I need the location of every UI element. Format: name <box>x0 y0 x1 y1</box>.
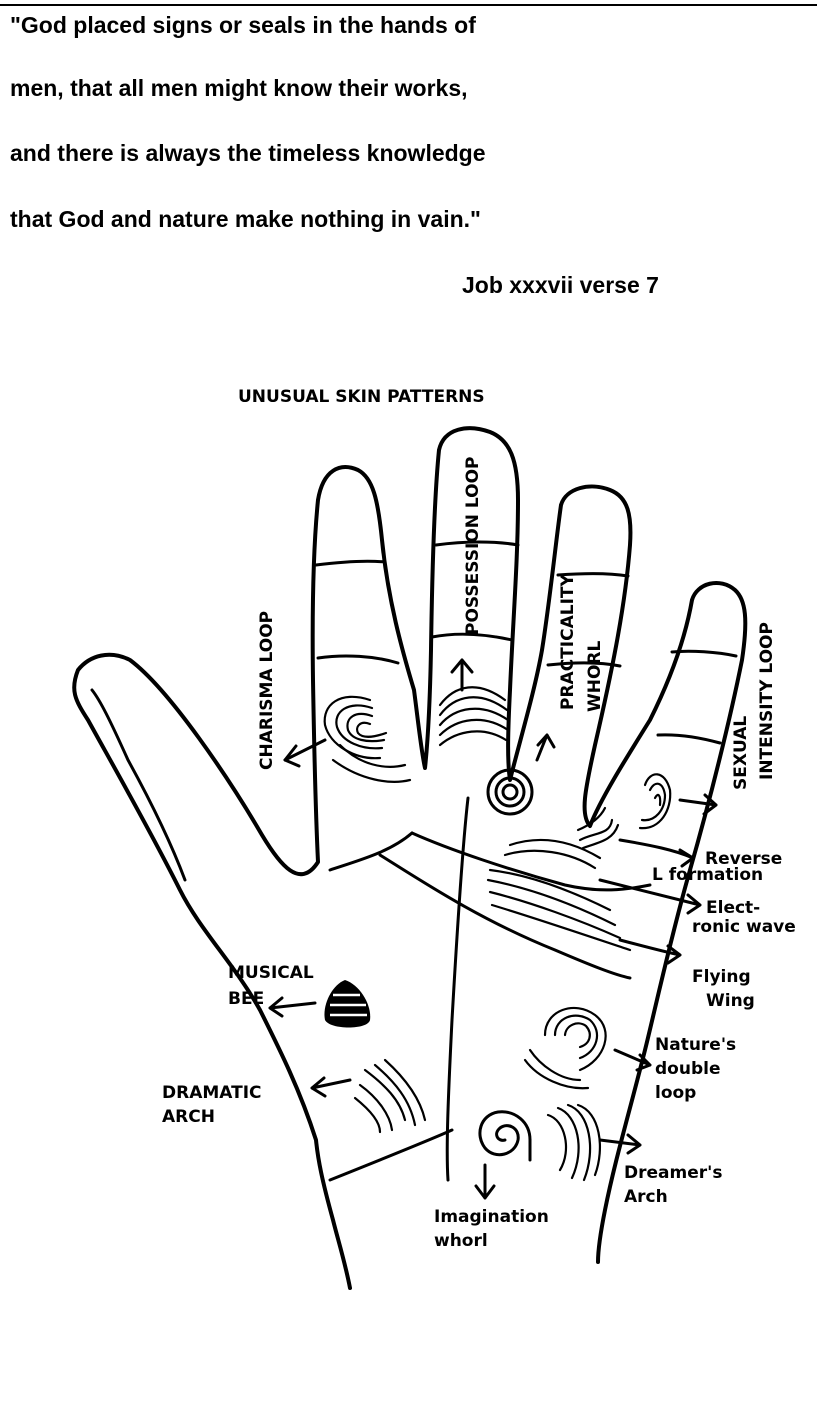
imagination-whorl-print <box>476 1112 530 1198</box>
dreamers-label-2: Arch <box>624 1187 668 1207</box>
possession-loop-print <box>440 660 508 745</box>
dramatic-arch-print <box>312 1060 425 1132</box>
svg-text:CHARISMA LOOP: CHARISMA LOOP <box>257 611 277 770</box>
sexual-label: SEXUAL <box>731 716 751 790</box>
possession-label: POSSESSION LOOP <box>463 457 483 635</box>
practicality-whorl-print <box>488 735 554 814</box>
diagram-title: UNUSUAL SKIN PATTERNS <box>238 387 485 407</box>
charisma-label: CHARISMA LOOP <box>257 611 277 770</box>
charisma-loop-print <box>285 697 410 782</box>
svg-text:PRACTICALITY: PRACTICALITY <box>558 574 578 710</box>
imagination-label-2: whorl <box>434 1231 488 1251</box>
practicality-label: PRACTICALITY <box>558 574 578 710</box>
svg-text:POSSESSION LOOP: POSSESSION LOOP <box>463 457 483 635</box>
reverse-label-2: L formation <box>652 865 763 885</box>
electronic-label-1: Elect- <box>706 898 760 918</box>
flying-label-2: Wing <box>706 991 755 1011</box>
imagination-label-1: Imagination <box>434 1207 549 1227</box>
whorl-label: WHORL <box>585 640 605 712</box>
dreamers-label-1: Dreamer's <box>624 1163 722 1183</box>
svg-text:INTENSITY LOOP: INTENSITY LOOP <box>757 622 777 780</box>
musical-label-2: BEE <box>228 989 264 1009</box>
dramatic-label-2: ARCH <box>162 1107 215 1127</box>
musical-bee-print <box>270 980 370 1028</box>
dramatic-label-1: DRAMATIC <box>162 1083 262 1103</box>
natures-label-2: double <box>655 1059 720 1079</box>
electronic-label-2: ronic wave <box>692 917 796 937</box>
intensity-loop-label: INTENSITY LOOP <box>757 622 777 780</box>
natures-label-1: Nature's <box>655 1035 736 1055</box>
hand-outline <box>74 428 745 1288</box>
svg-text:WHORL: WHORL <box>585 640 605 712</box>
svg-text:SEXUAL: SEXUAL <box>731 716 751 790</box>
flying-label-1: Flying <box>692 967 751 987</box>
musical-label-1: MUSICAL <box>228 963 314 983</box>
natures-double-loop-print <box>525 1008 650 1088</box>
natures-label-3: loop <box>655 1083 696 1103</box>
